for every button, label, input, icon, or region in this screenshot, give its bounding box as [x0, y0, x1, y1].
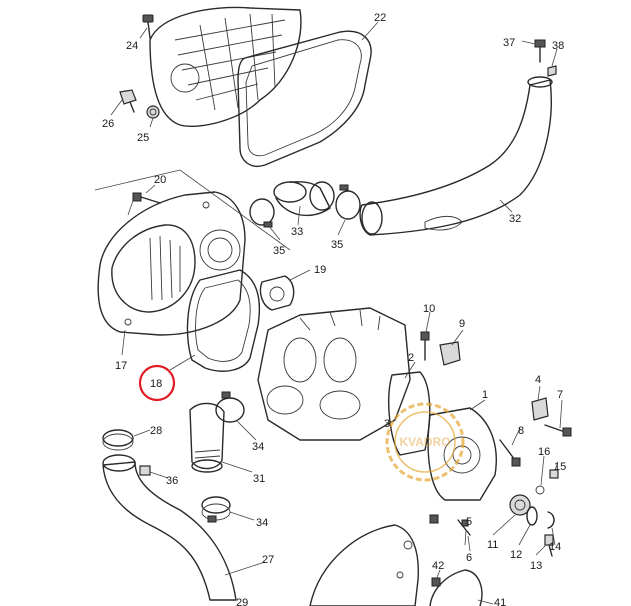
callout-label: 41 [494, 597, 506, 606]
duct-27 [102, 454, 237, 601]
duct-31 [189, 402, 225, 473]
highlight-circle [138, 364, 176, 402]
clamp-34b [201, 496, 231, 523]
gasket-18 [186, 269, 261, 372]
callout-label: 35 [273, 245, 285, 257]
clamp-35b [335, 184, 361, 220]
gasket-22 [237, 30, 372, 167]
pin-16 [535, 485, 545, 495]
callout-label: 25 [137, 132, 149, 144]
callout-label: 19 [314, 264, 326, 276]
fitting-36 [139, 465, 151, 476]
callout-label: 18 [150, 378, 162, 390]
callout-label: 38 [552, 40, 564, 52]
callout-label: 10 [423, 303, 435, 315]
callout-label: 36 [166, 475, 178, 487]
callout-label: 3 [384, 418, 390, 430]
callout-label: 13 [530, 560, 542, 572]
bolt-6-5 [429, 514, 471, 536]
clutch-cover-17 [97, 191, 246, 336]
lower-cover [309, 524, 419, 606]
gasket-19 [259, 275, 295, 311]
callout-label: 2 [408, 352, 414, 364]
callout-label: 34 [256, 517, 268, 529]
callout-label: 15 [554, 461, 566, 473]
plug-15 [549, 469, 559, 479]
bearing-11 [509, 494, 531, 516]
callout-labels: 24 22 37 38 26 25 20 33 35 35 32 19 10 9… [102, 12, 566, 606]
callout-label: 16 [538, 446, 550, 458]
callout-label: 37 [503, 37, 515, 49]
clamp-35a [249, 198, 275, 228]
watermark-logo: KVADRO [385, 402, 465, 482]
fitting-26 [119, 89, 137, 113]
engine-block [257, 307, 411, 441]
leader-lines [110, 21, 563, 605]
callout-label: 12 [510, 549, 522, 561]
callout-label: 8 [518, 425, 524, 437]
gasket-2 [388, 371, 431, 456]
bolt-37 [534, 39, 546, 63]
watermark-text: KVADRO [399, 435, 450, 449]
seal-25 [146, 105, 160, 119]
callout-label: 34 [252, 441, 264, 453]
callout-label: 9 [459, 318, 465, 330]
callout-label: 4 [535, 374, 541, 386]
callout-label: 17 [115, 360, 127, 372]
bracket-9 [439, 341, 461, 366]
bolt-20 [132, 192, 161, 204]
bolt-7 [544, 424, 572, 437]
callout-label: 33 [291, 226, 303, 238]
top-cover [149, 6, 302, 127]
callout-label: 24 [126, 40, 138, 52]
bolt-8 [499, 439, 521, 467]
bolt-42 [431, 577, 441, 587]
callout-label: 28 [150, 425, 162, 437]
bracket-4 [531, 397, 549, 421]
callout-label: 35 [331, 239, 343, 251]
clamp-34a [215, 391, 245, 423]
callout-label: 22 [374, 12, 386, 24]
bolt-24 [142, 14, 154, 39]
callout-label: 20 [154, 174, 166, 186]
seal-12 [526, 506, 538, 526]
callout-label: 42 [432, 560, 444, 572]
duct-33 [273, 181, 335, 217]
part-38 [547, 65, 557, 77]
callout-label: 1 [482, 389, 488, 401]
callout-label: 5 [466, 516, 472, 528]
callout-label: 11 [487, 539, 498, 551]
bolt-10 [420, 331, 430, 361]
callout-label: 26 [102, 118, 114, 130]
callout-label: 7 [557, 389, 563, 401]
callout-label: 6 [466, 552, 472, 564]
clip-14 [547, 511, 555, 529]
gasket-41 [429, 569, 483, 606]
callout-label: 29 [236, 597, 248, 606]
duct-32 [359, 76, 553, 236]
bolt-13 [544, 534, 554, 557]
callout-label: 32 [509, 213, 521, 225]
callout-label: 31 [253, 473, 265, 485]
callout-label: 14 [549, 541, 561, 553]
clamp-28 [102, 429, 134, 451]
callout-label: 27 [262, 554, 274, 566]
